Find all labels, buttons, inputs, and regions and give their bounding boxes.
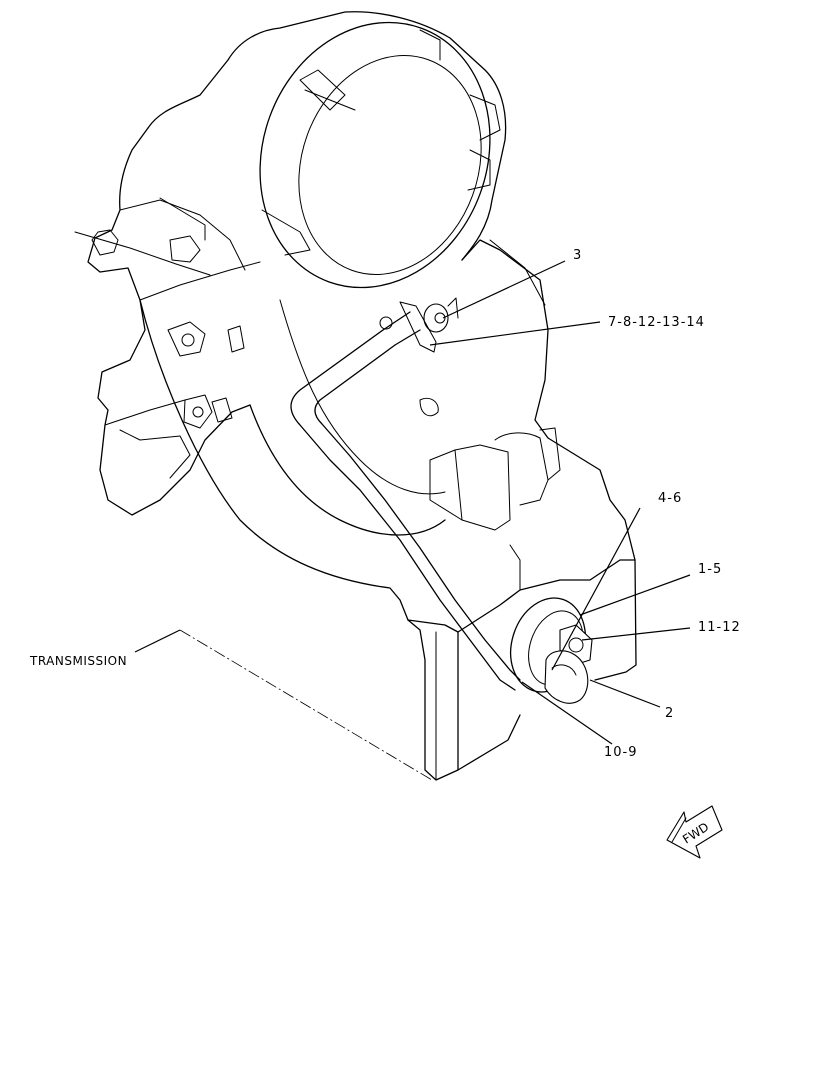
breather-tube	[290, 297, 521, 691]
callout-11-12: 11-12	[698, 620, 741, 635]
callout-1-5: 1-5	[698, 562, 722, 577]
leader-4-6	[551, 507, 641, 671]
callout-7-8-12-13-14: 7-8-12-13-14	[608, 315, 705, 330]
leader-7-8-12-13-14	[429, 321, 601, 346]
round-cover	[259, 21, 501, 289]
leader-transmission	[134, 629, 181, 653]
breather-fitting	[510, 597, 593, 704]
clamp-part-7	[399, 301, 437, 353]
clip-part-3	[423, 303, 449, 333]
leader-3	[442, 260, 566, 319]
callout-10-9: 10-9	[604, 745, 638, 760]
leader-lines	[134, 260, 691, 745]
transmission-body	[139, 239, 637, 781]
fwd-arrow-icon: FWD	[666, 805, 723, 859]
callout-3: 3	[573, 248, 582, 263]
leader-2	[589, 679, 661, 708]
leader-1-5	[579, 574, 691, 616]
callout-2: 2	[665, 706, 674, 721]
leader-10-9	[521, 681, 613, 745]
transmission-reference-line	[179, 629, 433, 781]
callout-4-6: 4-6	[658, 491, 682, 506]
mounting-bracket	[119, 321, 245, 479]
callout-transmission: TRANSMISSION	[29, 654, 127, 668]
engine-housing	[74, 11, 507, 516]
leader-11-12	[581, 627, 691, 641]
